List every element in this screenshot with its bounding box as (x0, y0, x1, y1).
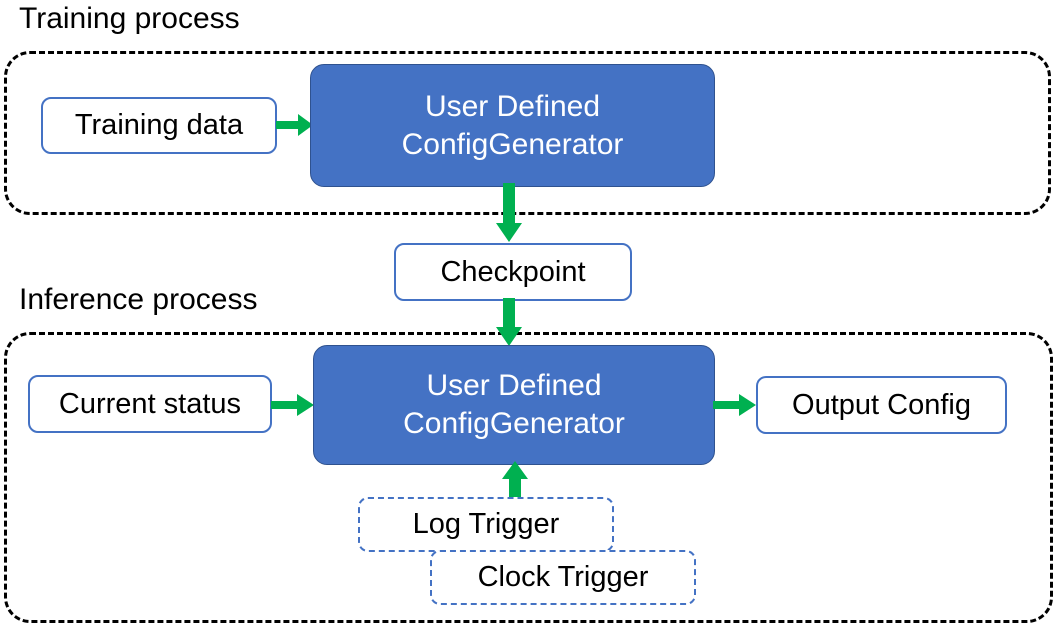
node-user-defined-configgenerator-inference[interactable]: User Defined ConfigGenerator (313, 345, 715, 465)
node-training-data-label: Training data (74, 109, 244, 141)
training-process-container (4, 51, 1051, 215)
node-log-trigger[interactable]: Log Trigger (358, 497, 614, 552)
node-generator-inference-label: User Defined ConfigGenerator (395, 367, 633, 443)
arrow-checkpoint-to-generator (496, 298, 529, 348)
node-clock-trigger-label: Clock Trigger (477, 561, 649, 593)
node-output-config-label: Output Config (792, 388, 971, 421)
node-training-data[interactable]: Training data (41, 97, 277, 154)
inference-process-container (4, 332, 1053, 623)
node-clock-trigger[interactable]: Clock Trigger (430, 550, 696, 605)
arrow-current-status-to-generator (271, 390, 317, 420)
arrow-generator-to-checkpoint (496, 183, 529, 245)
arrow-training-data-to-generator (276, 110, 316, 140)
node-checkpoint-label: Checkpoint (440, 255, 586, 288)
arrow-triggers-to-generator (502, 461, 535, 500)
arrow-generator-to-output-config (713, 390, 759, 420)
node-checkpoint[interactable]: Checkpoint (394, 243, 632, 301)
node-log-trigger-label: Log Trigger (412, 508, 560, 540)
node-generator-training-line1: User Defined (424, 89, 601, 123)
inference-process-title: Inference process (19, 283, 258, 316)
node-current-status-label: Current status (58, 387, 242, 420)
node-generator-training-label: User Defined ConfigGenerator (394, 88, 632, 164)
node-user-defined-configgenerator-training[interactable]: User Defined ConfigGenerator (310, 64, 715, 187)
node-current-status[interactable]: Current status (28, 375, 272, 433)
node-generator-training-line2: ConfigGenerator (401, 127, 624, 161)
training-process-title: Training process (19, 2, 240, 35)
node-generator-inference-line1: User Defined (426, 369, 602, 402)
node-generator-inference-line2: ConfigGenerator (403, 407, 625, 440)
node-output-config[interactable]: Output Config (756, 376, 1007, 434)
